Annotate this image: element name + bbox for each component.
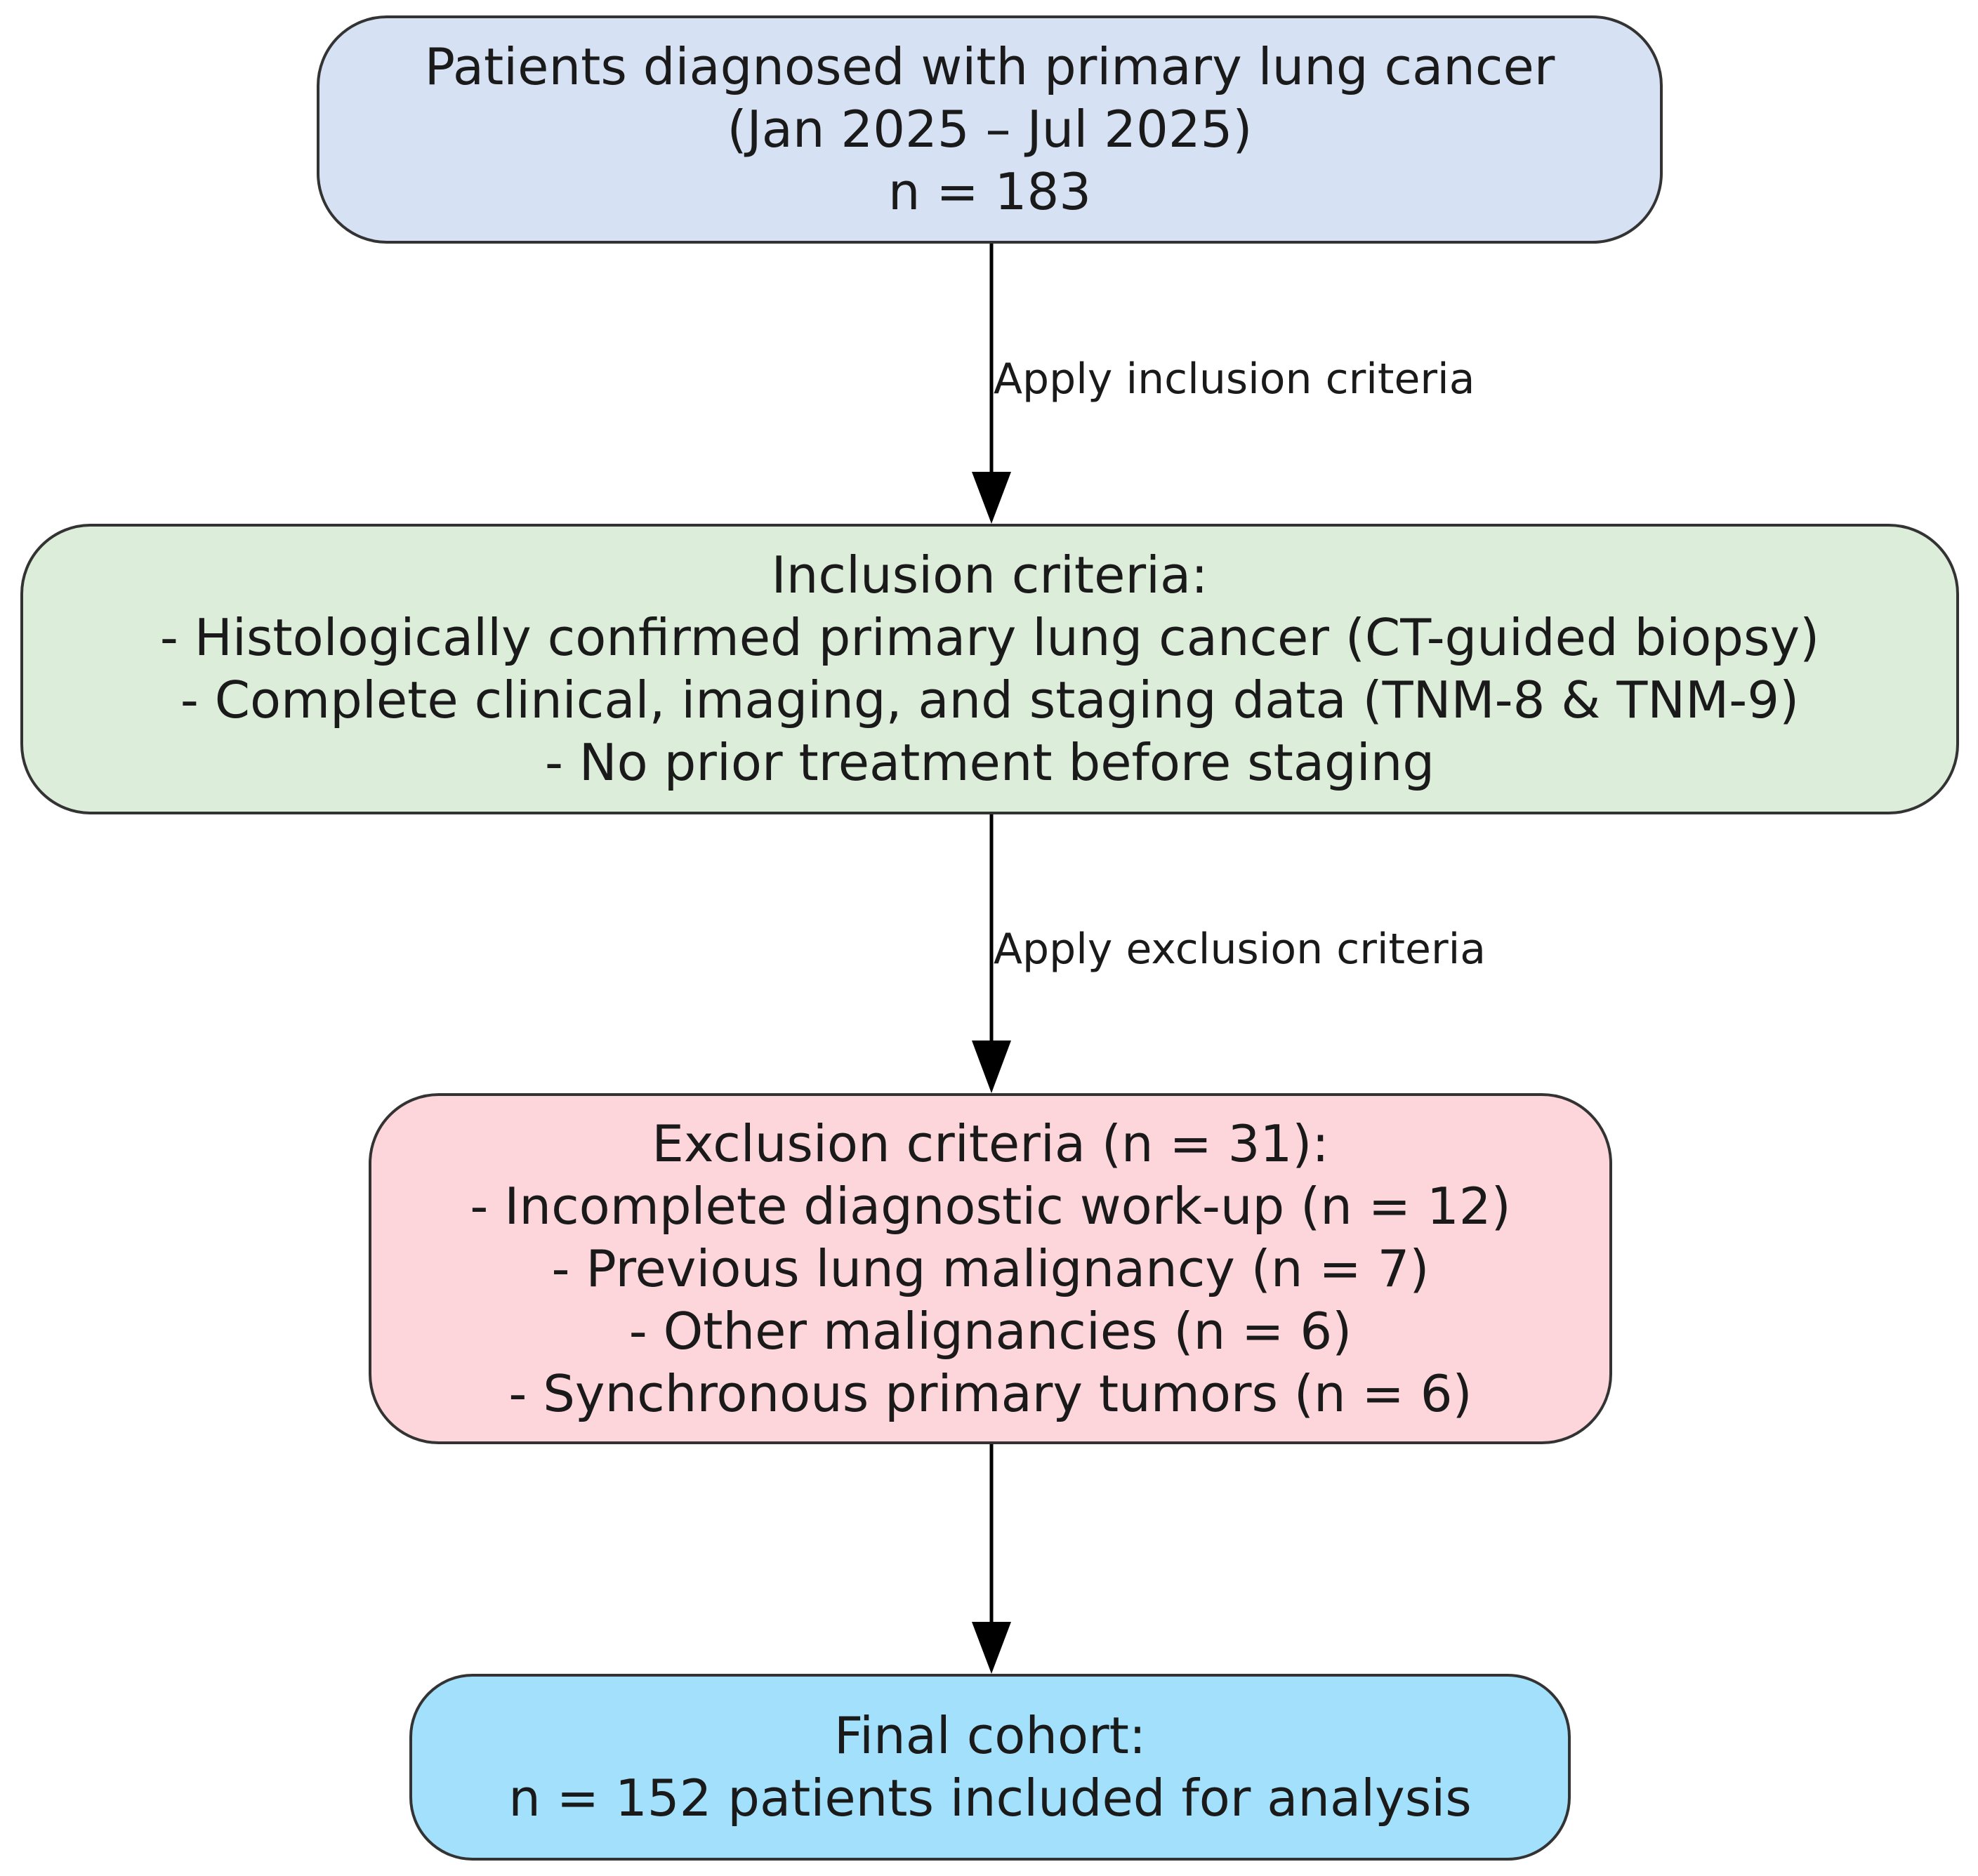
arrowhead-icon <box>972 472 1011 524</box>
node-exclusion-item: - Previous lung malignancy (n = 7) <box>551 1238 1430 1298</box>
node-inclusion-item: - Histologically confirmed primary lung … <box>159 608 1820 667</box>
node-population-title: Patients diagnosed with primary lung can… <box>424 37 1555 96</box>
node-exclusion-item: - Other malignancies (n = 6) <box>628 1301 1352 1361</box>
arrow-population-to-inclusion <box>972 244 1011 524</box>
arrowhead-icon <box>972 1622 1011 1674</box>
node-population-period: (Jan 2025 – Jul 2025) <box>727 100 1253 159</box>
node-final-title: Final cohort: <box>833 1706 1147 1765</box>
arrowhead-icon <box>972 1041 1011 1093</box>
arrow-exclusion-to-final <box>972 1444 1011 1674</box>
node-inclusion: Inclusion criteria: - Histologically con… <box>20 524 1959 814</box>
node-exclusion-item: - Incomplete diagnostic work-up (n = 12) <box>470 1176 1511 1236</box>
edge-label-exclusion: Apply exclusion criteria <box>994 925 1486 974</box>
node-final-count: n = 152 patients included for analysis <box>508 1769 1472 1828</box>
node-exclusion: Exclusion criteria (n = 31): - Incomplet… <box>369 1093 1612 1444</box>
node-population-count: n = 183 <box>888 162 1092 221</box>
node-inclusion-title: Inclusion criteria: <box>771 546 1208 605</box>
node-inclusion-item: - Complete clinical, imaging, and stagin… <box>180 671 1800 729</box>
node-exclusion-title: Exclusion criteria (n = 31): <box>652 1114 1329 1173</box>
arrow-inclusion-to-exclusion <box>972 814 1011 1093</box>
node-final: Final cohort: n = 152 patients included … <box>409 1674 1571 1861</box>
node-exclusion-item: - Synchronous primary tumors (n = 6) <box>508 1363 1472 1423</box>
node-population: Patients diagnosed with primary lung can… <box>317 15 1663 244</box>
node-inclusion-item: - No prior treatment before staging <box>544 733 1435 792</box>
edge-label-inclusion: Apply inclusion criteria <box>994 355 1475 404</box>
